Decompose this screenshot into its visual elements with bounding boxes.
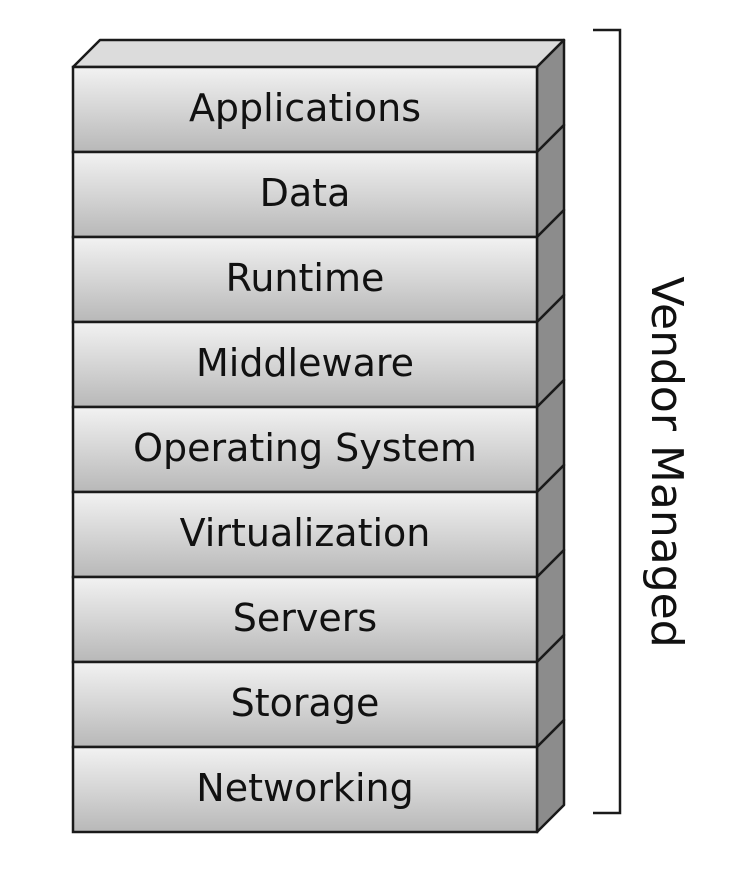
layer-front-face bbox=[71, 490, 539, 579]
layer-label: Data bbox=[260, 171, 351, 215]
layer-networking: Networking bbox=[71, 718, 566, 834]
layer-front-face bbox=[71, 745, 539, 834]
layer-label: Servers bbox=[233, 596, 377, 640]
layer-label: Virtualization bbox=[180, 511, 431, 555]
vendor-managed-bracket bbox=[593, 28, 622, 815]
layer-applications: Applications bbox=[71, 38, 566, 154]
layer-stack: ApplicationsDataRuntimeMiddlewareOperati… bbox=[71, 38, 566, 834]
layer-front-face bbox=[71, 150, 539, 239]
layer-virtualization: Virtualization bbox=[71, 463, 566, 579]
layer-label: Middleware bbox=[196, 341, 414, 385]
vendor-managed-label: Vendor Managed bbox=[641, 276, 692, 647]
layer-servers: Servers bbox=[71, 548, 566, 664]
stack-top-face bbox=[71, 38, 566, 69]
layer-label: Networking bbox=[196, 766, 413, 810]
layer-label: Applications bbox=[189, 86, 421, 130]
layer-front-face bbox=[71, 320, 539, 409]
layer-front-face bbox=[71, 575, 539, 664]
layer-label: Storage bbox=[231, 681, 380, 725]
layer-label: Operating System bbox=[133, 426, 477, 470]
layer-data: Data bbox=[71, 123, 566, 239]
layer-runtime: Runtime bbox=[71, 208, 566, 324]
layer-front-face bbox=[71, 65, 539, 154]
layer-middleware: Middleware bbox=[71, 293, 566, 409]
layer-front-face bbox=[71, 235, 539, 324]
bracket-line bbox=[593, 28, 622, 815]
layer-label: Runtime bbox=[226, 256, 385, 300]
